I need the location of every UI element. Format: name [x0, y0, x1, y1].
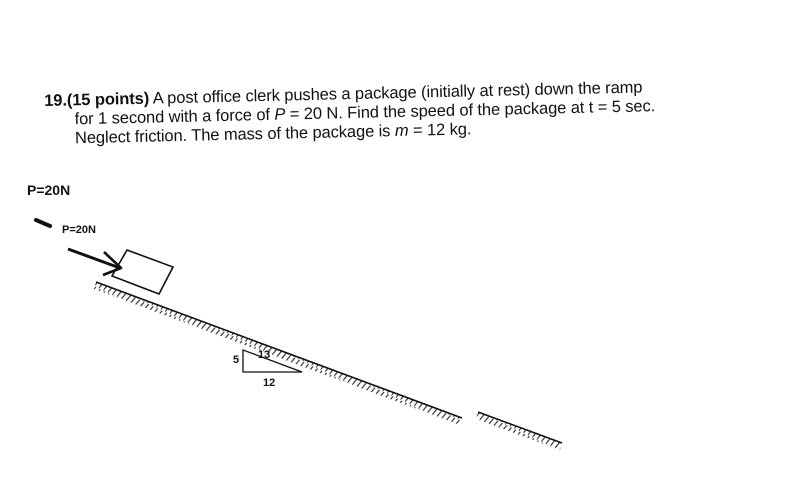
package-box [110, 249, 175, 296]
slope-label-horizontal: 12 [263, 377, 275, 389]
force-arrow [67, 247, 123, 277]
slope-label-vertical: 5 [233, 354, 239, 366]
force-label-standalone: P=20N [27, 182, 71, 198]
ramp-lower [476, 411, 563, 450]
ramp-upper [94, 281, 463, 425]
stray-mark [34, 218, 52, 228]
slope-triangle [242, 349, 303, 373]
slope-label-hypotenuse: 13 [258, 349, 270, 361]
force-label-figure: P=20N [62, 224, 96, 236]
